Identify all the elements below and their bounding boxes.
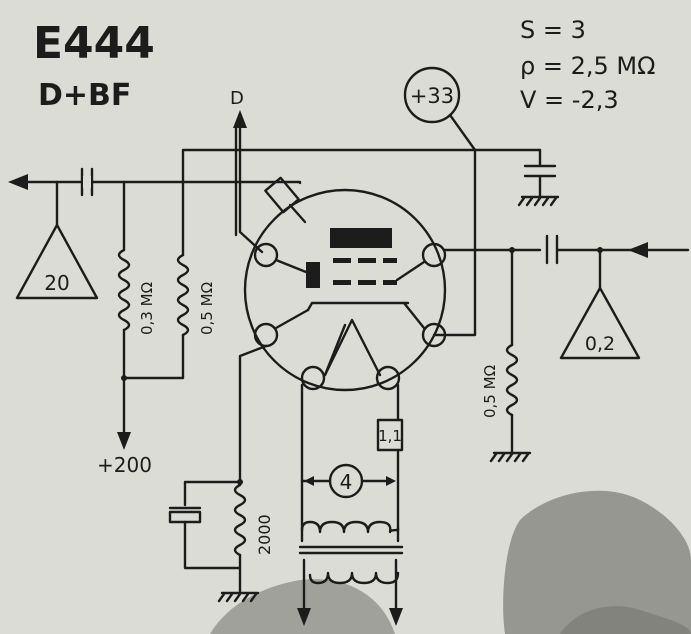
res-cathode-label: 2000 xyxy=(255,514,274,555)
res-left-1-label: 0,3 MΩ xyxy=(138,282,156,335)
supply-label: +200 xyxy=(97,453,152,477)
res-right-label: 0,5 MΩ xyxy=(481,365,499,418)
transformer xyxy=(297,520,404,626)
tube-function: D+BF xyxy=(38,78,131,113)
top-wiring xyxy=(181,148,560,337)
heater-circuit: 1,1 4 xyxy=(300,383,404,532)
screen-current-circle xyxy=(403,66,461,124)
amplifier-right: 0,2 xyxy=(559,248,641,360)
cathode-circuit: 2000 xyxy=(168,344,274,603)
resistor-right: 0,5 MΩ xyxy=(481,248,532,463)
param-s: S = 3 xyxy=(520,16,586,44)
filament-voltage-label: 4 xyxy=(340,470,353,494)
output-line xyxy=(8,167,302,197)
resistor-left-1: 0,3 MΩ xyxy=(117,180,156,450)
param-v: V = -2,3 xyxy=(520,86,619,114)
resistor-left-2: 0,5 MΩ xyxy=(121,253,216,381)
paper-stain xyxy=(210,490,691,634)
tube xyxy=(243,176,447,392)
heater-current-label: 1,1 xyxy=(378,427,402,445)
diode-terminal: D xyxy=(230,88,264,254)
param-rho: ρ = 2,5 MΩ xyxy=(520,52,655,80)
res-left-2-label: 0,5 MΩ xyxy=(198,282,216,335)
amp-left-label: 20 xyxy=(44,271,69,295)
diode-terminal-label: D xyxy=(230,88,244,109)
pointer-line xyxy=(448,113,477,152)
amp-right-label: 0,2 xyxy=(585,333,615,355)
amplifier-left: 20 xyxy=(15,180,99,300)
tube-name: E444 xyxy=(33,18,155,69)
input-line xyxy=(443,234,690,265)
screen-current-label: +33 xyxy=(410,84,454,108)
